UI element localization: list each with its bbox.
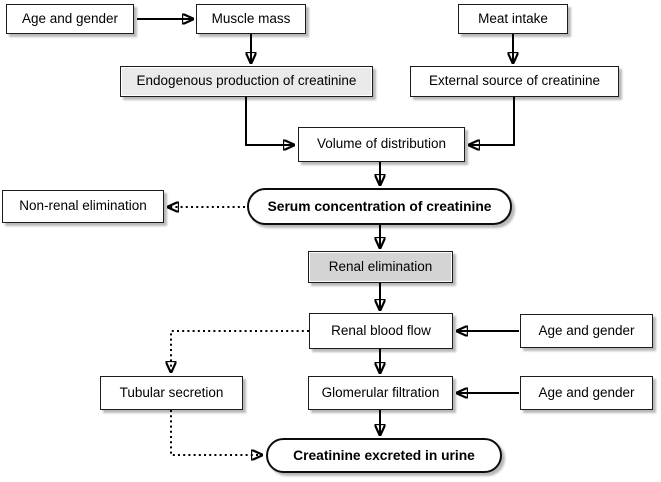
node-label: Age and gender bbox=[538, 322, 635, 338]
node-label: Renal blood flow bbox=[331, 322, 431, 338]
node-volume-of-distribution: Volume of distribution bbox=[298, 127, 465, 162]
node-label: Volume of distribution bbox=[316, 136, 447, 152]
node-label: Renal elimination bbox=[328, 258, 433, 274]
node-label: Creatinine excreted in urine bbox=[293, 447, 475, 463]
node-label: Age and gender bbox=[21, 10, 119, 26]
node-age-and-gender-1: Age and gender bbox=[6, 4, 134, 34]
node-external-source: External source of creatinine bbox=[410, 66, 619, 97]
node-label: External source of creatinine bbox=[428, 73, 601, 89]
node-meat-intake: Meat intake bbox=[458, 4, 568, 34]
node-non-renal-elimination: Non-renal elimination bbox=[2, 190, 164, 223]
node-label: Non-renal elimination bbox=[19, 198, 147, 214]
node-creatinine-excreted-in-urine: Creatinine excreted in urine bbox=[266, 438, 502, 473]
node-age-and-gender-2: Age and gender bbox=[520, 314, 653, 348]
node-renal-elimination: Renal elimination bbox=[308, 251, 453, 283]
node-tubular-secretion: Tubular secretion bbox=[100, 376, 243, 410]
node-muscle-mass: Muscle mass bbox=[196, 4, 306, 34]
arrow-tubular-to-excreted-dotted bbox=[170, 410, 262, 455]
node-age-and-gender-3: Age and gender bbox=[520, 376, 653, 410]
node-label: Tubular secretion bbox=[119, 384, 224, 400]
node-label: Age and gender bbox=[538, 384, 635, 400]
node-label: Serum concentration of creatinine bbox=[267, 198, 492, 214]
node-label: Muscle mass bbox=[211, 10, 291, 26]
node-glomerular-filtration: Glomerular filtration bbox=[308, 376, 453, 410]
node-label: Meat intake bbox=[478, 10, 548, 26]
arrow-endogenous-to-volume bbox=[245, 97, 294, 145]
node-label: Glomerular filtration bbox=[321, 384, 440, 400]
node-label: Endogenous production of creatinine bbox=[136, 73, 357, 89]
node-endogenous-production: Endogenous production of creatinine bbox=[120, 66, 373, 97]
node-renal-blood-flow: Renal blood flow bbox=[309, 313, 453, 349]
arrow-external-to-volume bbox=[469, 97, 515, 145]
arrow-renal-blood-flow-to-tubular-dotted bbox=[171, 330, 309, 372]
node-serum-concentration: Serum concentration of creatinine bbox=[247, 188, 512, 225]
